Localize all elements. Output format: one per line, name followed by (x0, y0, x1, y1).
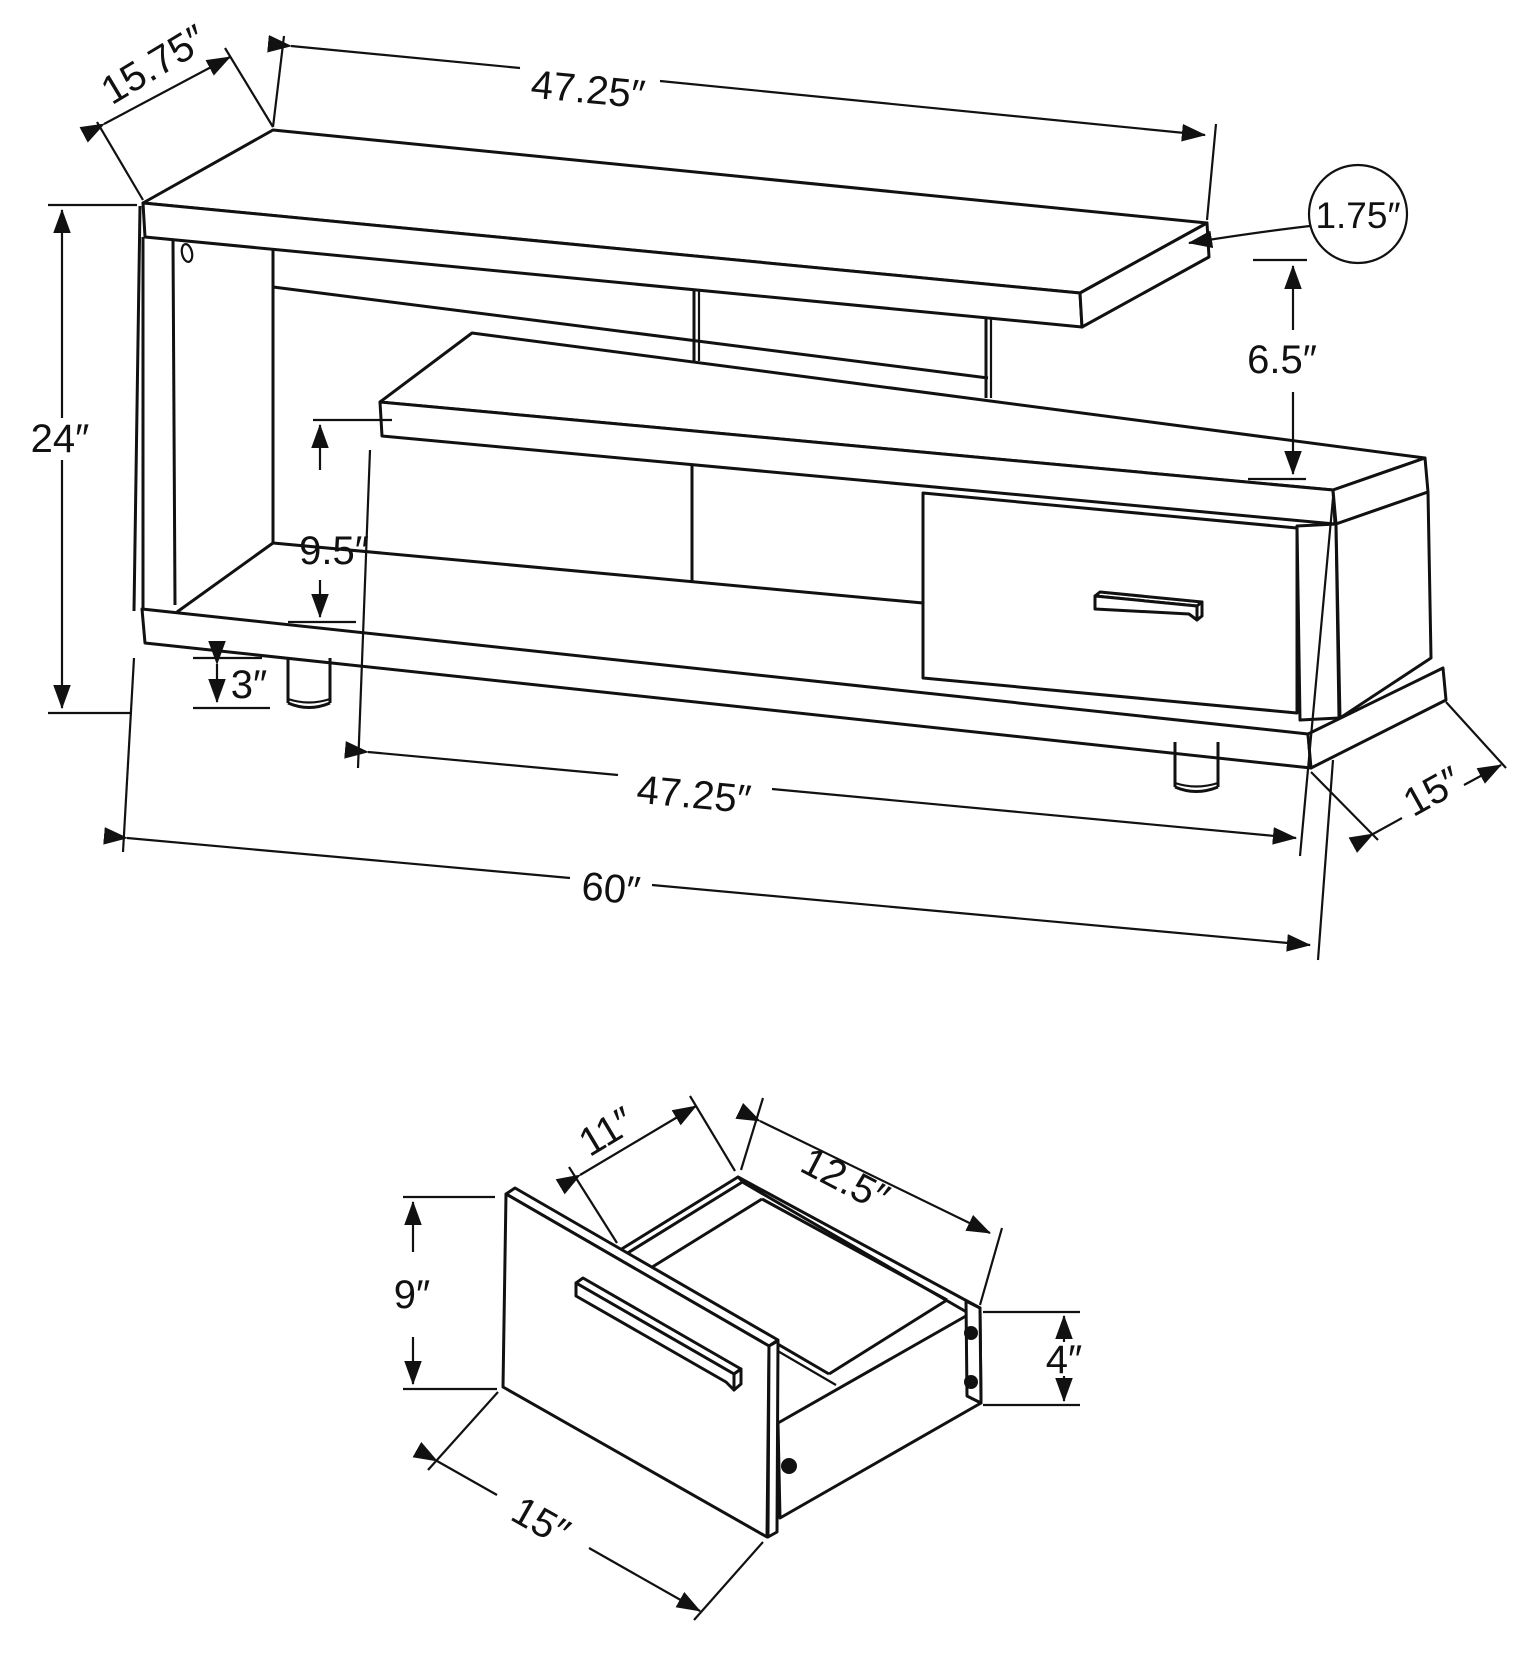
dim-drawer-back-height-label: 4″ (1046, 1338, 1082, 1382)
drawer-handle (1093, 594, 1199, 622)
callout-top-thickness: 1.75″ (1187, 163, 1409, 265)
drawer-back-inner-bottom (761, 1197, 948, 1302)
left-panel-outer-edge (132, 205, 142, 612)
dim-base-depth-label: 15″ (1396, 758, 1469, 825)
left-leg (286, 658, 332, 709)
floor-left-edge (176, 541, 274, 614)
left-panel-inner-edge (171, 239, 177, 606)
dim-drawer-inner-depth-left-label: 11″ (572, 1099, 642, 1165)
drawer-handle-end (1195, 600, 1204, 622)
tv-stand-view: 15.75″ 47.25″ 1.75″ 6.5″ (31, 17, 1507, 961)
top-shelf-end-face (1078, 221, 1211, 329)
screw-hole-front (781, 1458, 797, 1474)
drawer-front-end-edge (766, 1339, 780, 1539)
dim-overall-height-label: 24″ (31, 417, 90, 461)
dim-lower-length-label: 47.25″ (635, 768, 753, 822)
dim-top-length-label: 47.25″ (529, 63, 647, 118)
drawer-left-side-top-edge (618, 1175, 746, 1256)
dim-drawer-front-width-label: 15″ (504, 1488, 577, 1555)
dimension-overall-height: 24″ (31, 203, 137, 715)
dim-leg-height-label: 3″ (231, 663, 267, 707)
dimension-drawer-front-height: 9″ (394, 1195, 497, 1391)
dim-cubby-height-label: 9.5″ (299, 529, 369, 573)
dim-drawer-inner-depth-right-label: 12.5″ (794, 1139, 896, 1221)
callout-circle (1307, 163, 1409, 265)
dimension-drawer-back-height: 4″ (983, 1310, 1082, 1407)
drawer-handle (574, 1276, 743, 1392)
dimension-top-length: 47.25″ (267, 35, 1218, 221)
dim-top-depth-label: 15.75″ (94, 17, 215, 114)
dimension-lower-length: 47.25″ (344, 449, 1335, 857)
dimension-cubby-height: 9.5″ (288, 418, 392, 624)
dim-top-thickness-label: 1.75″ (1315, 195, 1400, 236)
drawer-detail-view: 9″ 11″ 12.5″ 4″ (394, 1095, 1082, 1621)
floor-back-edge (272, 541, 924, 605)
dimension-overall-width: 60″ (103, 657, 1335, 961)
cam-hole-mark (180, 243, 194, 263)
screw-hole-top (964, 1326, 978, 1340)
right-panel-outer-face (1334, 490, 1433, 720)
drawer-left-side-inner-bottom (648, 1197, 763, 1271)
dim-overall-width-label: 60″ (580, 864, 642, 913)
back-panel-top-edge (272, 285, 989, 380)
dimension-leg-height: 3″ (193, 640, 270, 710)
drawer-right-side-face (776, 1306, 983, 1520)
dim-shelf-gap-label: 6.5″ (1247, 338, 1317, 382)
screw-hole-bottom (964, 1375, 978, 1389)
dimension-drawer-inner-depth-left: 11″ (555, 1095, 736, 1244)
drawer-bottom-right-edge (828, 1298, 948, 1376)
right-panel-front-face (1295, 522, 1341, 722)
right-leg (1173, 742, 1220, 793)
dimension-shelf-gap: 6.5″ (1247, 258, 1317, 481)
dim-drawer-front-height-label: 9″ (394, 1273, 430, 1317)
